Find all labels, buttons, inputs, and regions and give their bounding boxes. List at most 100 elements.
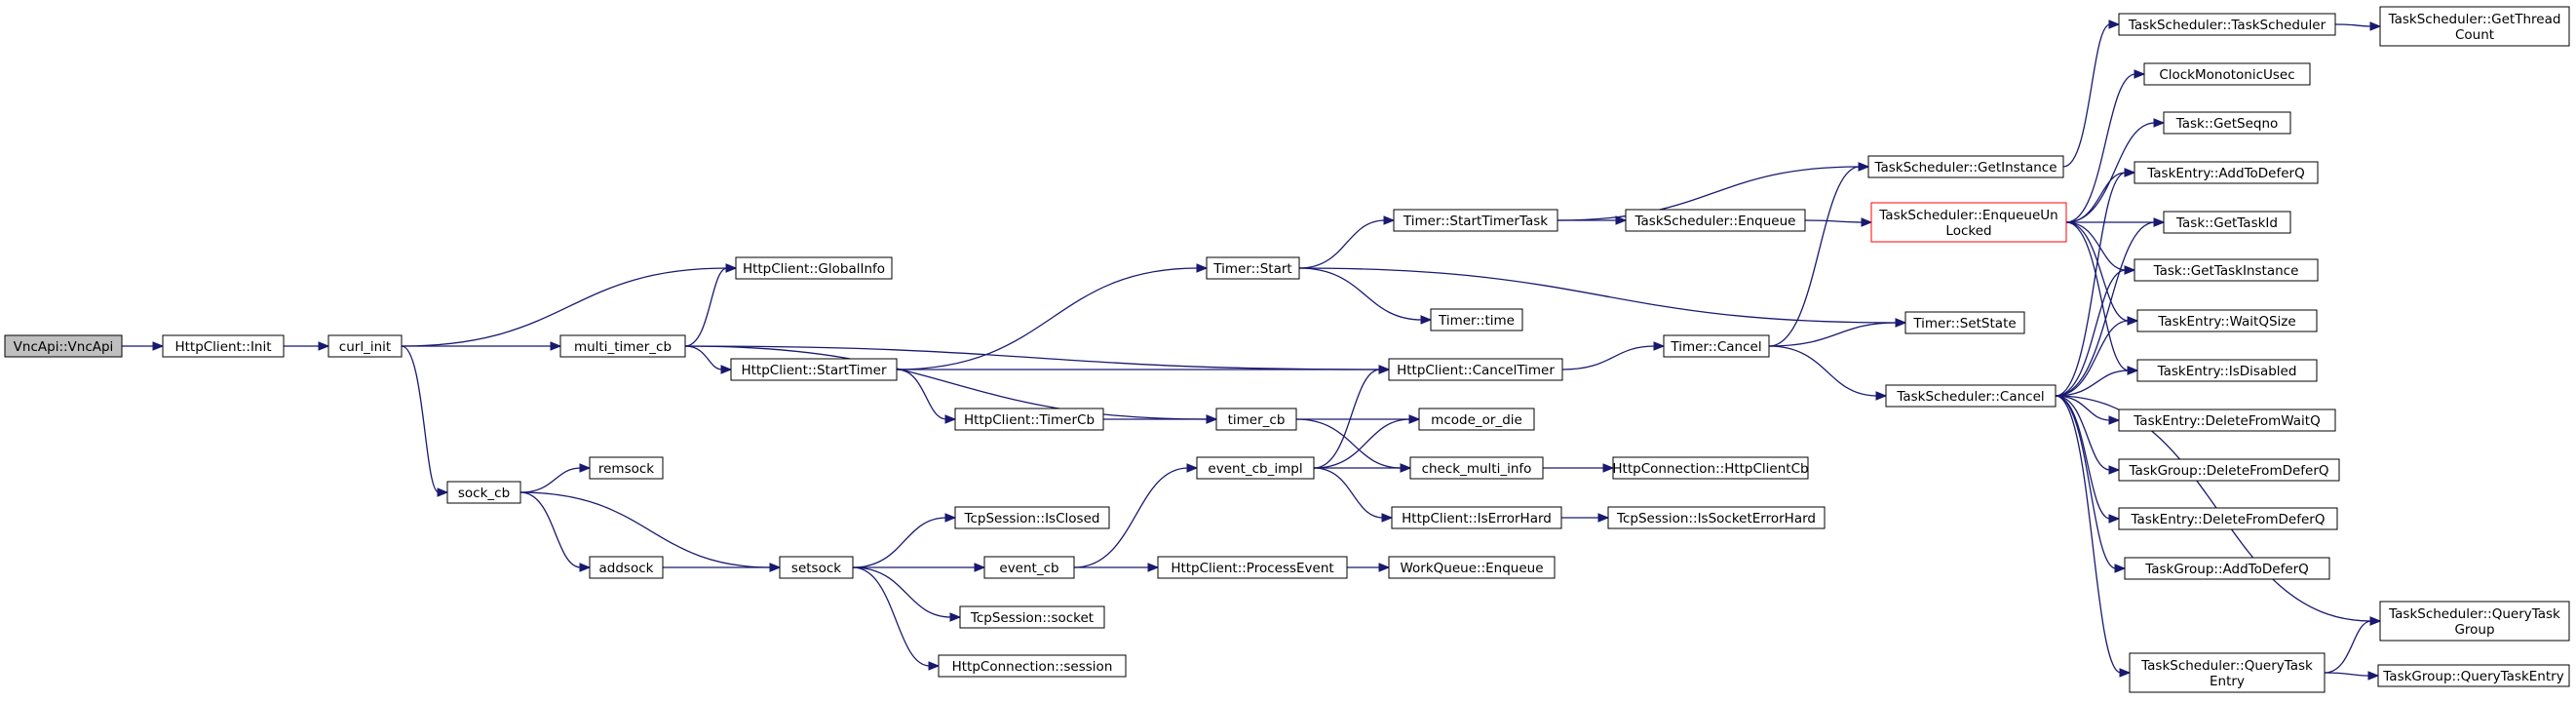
node-label: Entry xyxy=(2210,674,2245,689)
node-addtodeferq[interactable]: TaskEntry::AddToDeferQ xyxy=(2134,161,2319,184)
node-wq-enqueue[interactable]: WorkQueue::Enqueue xyxy=(1388,556,1556,579)
node-httpclient-init[interactable]: HttpClient::Init xyxy=(162,334,285,358)
node-timer-cb[interactable]: timer_cb xyxy=(1215,408,1297,431)
node-mcode-or-die[interactable]: mcode_or_die xyxy=(1418,408,1535,431)
edge-multi-timer-cb-to-timer-cb xyxy=(684,345,1218,424)
node-tg-querytaskentry[interactable]: TaskGroup::QueryTaskEntry xyxy=(2377,664,2570,687)
edge-ts-cancel-to-waitqsize xyxy=(2055,316,2139,397)
edge-multi-timer-cb-to-starttimer xyxy=(684,345,733,374)
node-label: timer_cb xyxy=(1228,412,1286,428)
node-remsock[interactable]: remsock xyxy=(589,456,664,480)
node-gettaskid[interactable]: Task::GetTaskId xyxy=(2163,211,2291,234)
node-timer-time[interactable]: Timer::time xyxy=(1430,308,1523,331)
node-timer-start[interactable]: Timer::Start xyxy=(1206,256,1300,280)
node-httpclient-timercb[interactable]: HttpClient::TimerCb xyxy=(954,408,1104,431)
node-sock-cb[interactable]: sock_cb xyxy=(446,481,521,504)
node-box xyxy=(735,256,893,280)
node-box xyxy=(1607,506,1826,529)
node-ts-ctor[interactable]: TaskScheduler::TaskScheduler xyxy=(2118,13,2336,36)
arrow-head xyxy=(579,563,592,572)
edge-line xyxy=(684,267,728,347)
node-box xyxy=(589,556,664,579)
node-canceltimer[interactable]: HttpClient::CancelTimer xyxy=(1388,358,1563,381)
edge-httpclient-timercb-to-timer-cb xyxy=(1103,414,1218,424)
arrow-head xyxy=(2114,564,2127,573)
arrow-head xyxy=(1861,217,1873,227)
node-isdisabled[interactable]: TaskEntry::IsDisabled xyxy=(2136,359,2318,382)
node-isclosed[interactable]: TcpSession::IsClosed xyxy=(954,506,1110,529)
edge-timer-start-to-timer-time xyxy=(1298,267,1433,325)
edge-ts-cancel-to-addtodeferq xyxy=(2055,168,2136,397)
node-box xyxy=(1391,506,1562,529)
edge-ts-enqueue-to-enqueueunlocked xyxy=(1804,217,1873,227)
node-te-deletefromdeferq[interactable]: TaskEntry::DeleteFromDeferQ xyxy=(2118,507,2338,530)
node-conn-session[interactable]: HttpConnection::session xyxy=(938,654,1127,678)
node-tg-deletefromdeferq[interactable]: TaskGroup::DeleteFromDeferQ xyxy=(2118,458,2340,482)
node-label: TaskGroup::QueryTaskEntry xyxy=(2382,669,2563,684)
node-addsock[interactable]: addsock xyxy=(589,556,664,579)
node-label: HttpClient::TimerCb xyxy=(964,412,1095,428)
node-setsock[interactable]: setsock xyxy=(779,556,854,579)
node-vncapi[interactable]: VncApi::VncApi xyxy=(4,334,123,358)
edge-ts-cancel-to-tg-deletefromdeferq xyxy=(2055,395,2121,475)
edge-event-cb-impl-to-mcode-or-die xyxy=(1313,414,1421,469)
node-label: ClockMonotonicUsec xyxy=(2159,67,2294,83)
arrow-head xyxy=(1875,391,1888,401)
arrow-head xyxy=(2124,168,2136,177)
node-timer-cancel[interactable]: Timer::Cancel xyxy=(1663,334,1770,358)
node-tg-addtodeferq[interactable]: TaskGroup::AddToDeferQ xyxy=(2124,557,2330,580)
node-gettaskinstance[interactable]: Task::GetTaskInstance xyxy=(2134,258,2319,282)
arrow-head xyxy=(1147,563,1160,572)
node-ts-cancel[interactable]: TaskScheduler::Cancel xyxy=(1885,384,2057,408)
node-globalinfo[interactable]: HttpClient::GlobalInfo xyxy=(735,256,893,280)
node-label: TcpSession::IsClosed xyxy=(964,511,1100,526)
node-label: HttpClient::IsErrorHard xyxy=(1402,511,1552,526)
node-check-multi-info[interactable]: check_multi_info xyxy=(1409,456,1544,480)
node-label: HttpClient::GlobalInfo xyxy=(743,261,885,277)
node-ts-enqueue[interactable]: TaskScheduler::Enqueue xyxy=(1625,209,1806,232)
node-multi-timer-cb[interactable]: multi_timer_cb xyxy=(559,334,686,358)
node-curl-init[interactable]: curl_init xyxy=(327,334,403,358)
node-deletefromwaitq[interactable]: TaskEntry::DeleteFromWaitQ xyxy=(2118,409,2336,432)
edge-timer-cancel-to-timer-setstate xyxy=(1768,318,1907,347)
node-clockmono[interactable]: ClockMonotonicUsec xyxy=(2143,62,2311,86)
node-querytaskentry[interactable]: TaskScheduler::QueryTaskEntry xyxy=(2129,652,2326,693)
arrow-head xyxy=(2108,19,2121,29)
node-label: Locked xyxy=(1945,223,1991,239)
node-event-cb-impl[interactable]: event_cb_impl xyxy=(1196,456,1315,480)
edge-line xyxy=(2065,73,2136,223)
node-waitqsize[interactable]: TaskEntry::WaitQSize xyxy=(2136,309,2318,332)
edge-querytaskentry-to-querytaskgroup xyxy=(2324,616,2382,674)
node-tcp-socket[interactable]: TcpSession::socket xyxy=(959,605,1105,629)
node-box xyxy=(2136,309,2318,332)
edge-event-cb-impl-to-canceltimer xyxy=(1313,365,1391,469)
node-box xyxy=(446,481,521,504)
edge-event-cb-to-processevent xyxy=(1073,563,1160,572)
node-httpclientcb[interactable]: HttpConnection::HttpClientCb xyxy=(1612,456,1809,480)
edge-getinstance-to-ts-ctor xyxy=(2062,19,2121,168)
edge-line xyxy=(1313,467,1384,519)
node-issocketerrorhard[interactable]: TcpSession::IsSocketErrorHard xyxy=(1607,506,1826,529)
arrow-head xyxy=(725,263,738,273)
node-getseqno[interactable]: Task::GetSeqno xyxy=(2163,111,2291,135)
edge-line xyxy=(2334,23,2372,27)
arrow-head xyxy=(1895,318,1907,328)
arrow-head xyxy=(1381,513,1394,523)
node-starttimertask[interactable]: Timer::StartTimerTask xyxy=(1393,209,1558,232)
node-getinstance[interactable]: TaskScheduler::GetInstance xyxy=(1867,155,2064,178)
arrow-head xyxy=(2134,69,2146,79)
edge-ts-cancel-to-querytaskentry xyxy=(2055,395,2132,678)
node-processevent[interactable]: HttpClient::ProcessEvent xyxy=(1157,556,1348,579)
arrow-head xyxy=(2127,366,2139,375)
node-event-cb[interactable]: event_cb xyxy=(983,556,1075,579)
edge-sock-cb-to-remsock xyxy=(519,463,592,493)
arrow-head xyxy=(1400,463,1412,473)
node-box xyxy=(1388,556,1556,579)
node-timer-setstate[interactable]: Timer::SetState xyxy=(1904,311,2025,334)
node-iserrorhard[interactable]: HttpClient::IsErrorHard xyxy=(1391,506,1562,529)
node-starttimer[interactable]: HttpClient::StartTimer xyxy=(730,358,898,381)
node-box xyxy=(2136,359,2318,382)
